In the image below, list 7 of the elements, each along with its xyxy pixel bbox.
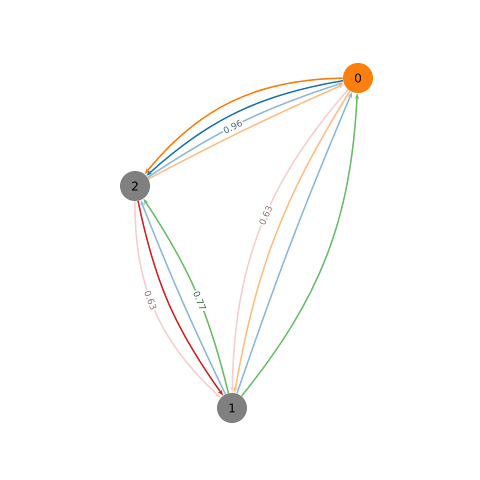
edge-label: 0.63 xyxy=(142,288,159,312)
graph-node: 1 xyxy=(217,393,247,423)
edge-label: 0.77 xyxy=(191,288,208,313)
graph-node: 2 xyxy=(120,171,150,201)
graph-node: 0 xyxy=(343,63,373,93)
edge-label: 0.96 xyxy=(220,118,245,136)
edge-label: 0.63 xyxy=(257,203,274,228)
